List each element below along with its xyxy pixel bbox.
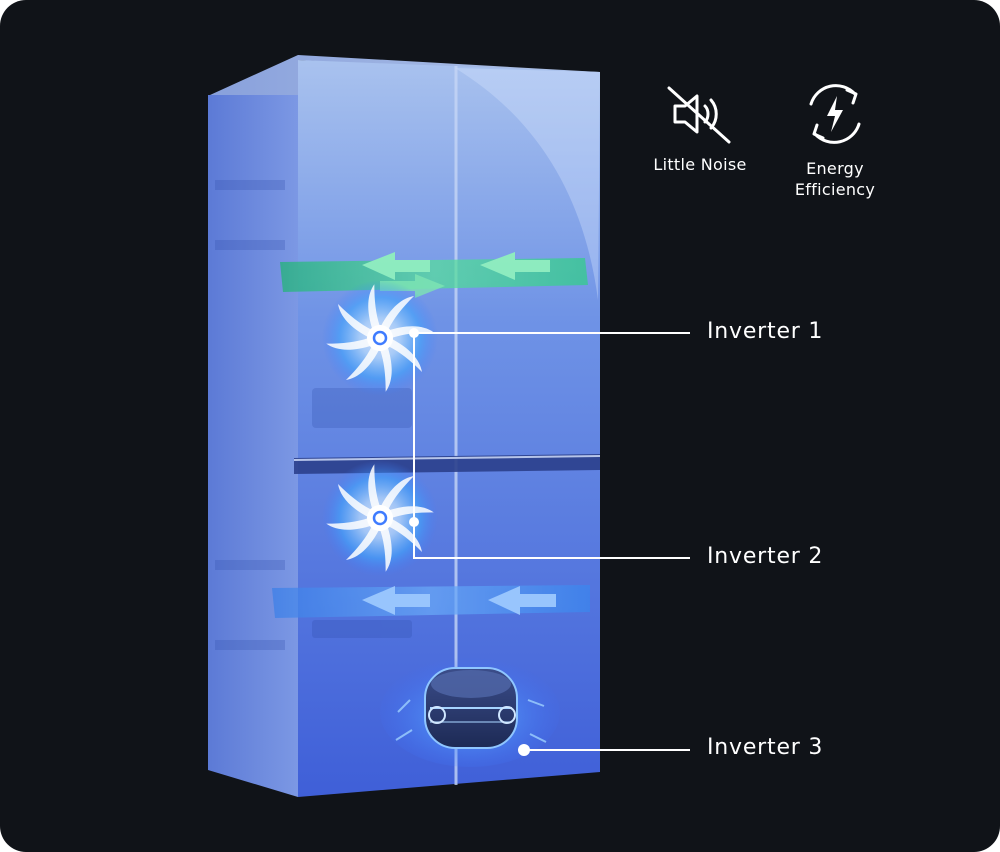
feature-energy-efficiency: Energy Efficiency	[770, 78, 900, 200]
fridge-side	[208, 95, 298, 797]
feature-label-energy: Energy Efficiency	[794, 159, 876, 199]
mute-speaker-icon	[667, 86, 731, 144]
callout-dot-2	[409, 517, 419, 527]
fan-2	[322, 460, 438, 576]
energy-cycle-icon	[809, 84, 861, 144]
green-airflow	[280, 252, 588, 298]
callout-inverter-1: Inverter 1	[707, 319, 824, 344]
callout-dot-3	[518, 744, 530, 756]
callout-inverter-3: Inverter 3	[707, 735, 824, 760]
blue-airflow	[272, 585, 590, 618]
callout-lines	[413, 332, 690, 751]
callout-inverter-2: Inverter 2	[707, 544, 824, 569]
fan-1	[322, 280, 438, 396]
feature-little-noise: Little Noise	[630, 84, 770, 175]
fridge-top	[210, 55, 600, 95]
callout-dot-1	[409, 328, 419, 338]
compressor	[380, 657, 560, 767]
feature-label-noise: Little Noise	[653, 155, 747, 174]
